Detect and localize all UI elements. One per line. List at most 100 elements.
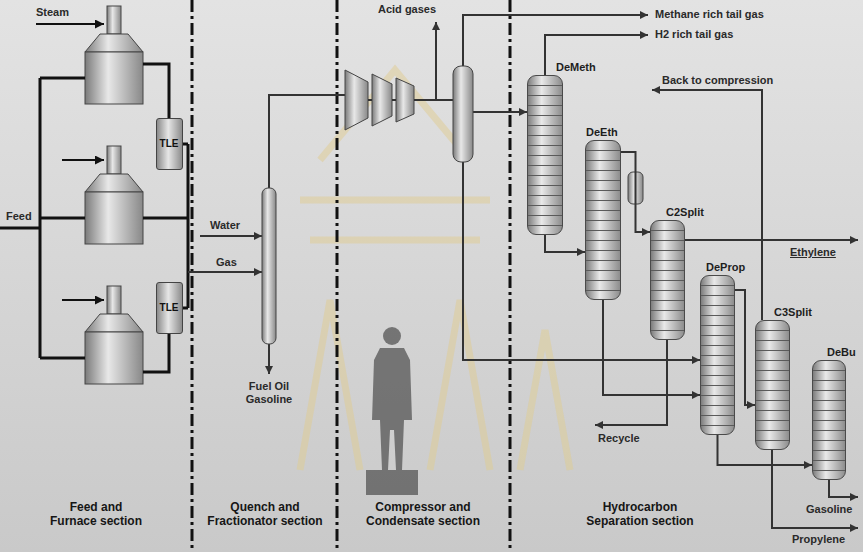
distillation-column: DeEth (585, 140, 621, 300)
statue-silhouette (372, 348, 412, 470)
cracking-furnace (107, 146, 121, 174)
process-connector (545, 235, 585, 252)
cracking-furnace (85, 174, 143, 192)
process-line (188, 271, 262, 273)
cracking-furnace (85, 332, 143, 384)
section-divider (509, 0, 512, 552)
compressor (345, 70, 368, 130)
cracking-furnace (85, 6, 143, 384)
product-label: Propylene (792, 533, 845, 546)
heat-exchanger-box: TLE (156, 282, 183, 334)
cracked-gas-line (143, 334, 169, 372)
statue-silhouette (366, 470, 418, 495)
distillation-column: DeBu (812, 360, 846, 480)
process-line (463, 15, 648, 66)
process-line (595, 340, 667, 425)
section-panel (510, 0, 863, 552)
exchanger-label: TLE (160, 138, 179, 150)
cracked-gas-line (143, 64, 169, 118)
watermark-emblem (520, 330, 570, 470)
statue-silhouette (383, 327, 401, 345)
quench-column (262, 188, 276, 344)
distillation-column: C2Split (650, 220, 685, 340)
compressor (396, 78, 414, 122)
feed-manifold (40, 217, 85, 220)
compressor (345, 70, 414, 130)
exchanger-label: TLE (160, 302, 179, 314)
process-line (269, 95, 345, 188)
section-title: Hydrocarbon Separation section (578, 500, 703, 528)
cracking-furnace (107, 6, 121, 34)
section-title: Quench and Fractionator section (198, 500, 333, 528)
section-title: Compressor and Condensate section (358, 500, 488, 528)
product-label: Gasoline (806, 503, 852, 516)
process-line (368, 99, 372, 101)
cracking-furnace (85, 34, 143, 52)
column-label: DeEth (586, 126, 618, 139)
cracking-furnace (107, 286, 121, 314)
stream-label: Acid gases (378, 3, 436, 16)
stream-label: Methane rich tail gas (655, 8, 764, 21)
quench-column (262, 188, 276, 344)
steam-inlet (62, 159, 104, 161)
steam-inlet (36, 24, 104, 300)
section-panel (0, 0, 192, 552)
process-line (368, 15, 858, 528)
stream-label: Water (210, 219, 240, 232)
stream-label: Gas (216, 256, 237, 269)
watermark-emblem (300, 300, 360, 470)
process-line (435, 22, 437, 100)
column-label: C3Split (774, 306, 812, 319)
process-line (545, 35, 648, 75)
watermark-emblem (300, 197, 490, 204)
heat-exchanger-box: TLE (156, 118, 183, 170)
process-line (463, 162, 700, 360)
process-line (392, 99, 396, 101)
stream-label: Back to compression (662, 74, 773, 87)
feed-manifold (40, 357, 85, 360)
process-connector (735, 290, 755, 405)
section-title: Feed and Furnace section (47, 500, 145, 528)
watermark-emblem (300, 70, 570, 470)
column-label: DeBu (827, 346, 856, 359)
stream-label: Feed (6, 210, 32, 223)
steam-inlet (36, 23, 104, 25)
feed-manifold (0, 227, 40, 230)
distillation-column: DeProp (700, 275, 735, 435)
stream-label: Fuel Oil Gasoline (240, 380, 298, 406)
column-label: C2Split (666, 206, 704, 219)
process-connector (621, 152, 650, 232)
section-divider (336, 0, 339, 552)
stream-label: Steam (36, 6, 69, 19)
process-line (414, 99, 453, 101)
process-line (473, 111, 527, 113)
feed-manifold (40, 77, 85, 80)
section-divider (191, 0, 194, 552)
cracking-furnace (85, 192, 143, 244)
process-line (685, 239, 858, 241)
product-label: Ethylene (790, 246, 836, 259)
process-line (268, 344, 270, 374)
column-label: DeProp (706, 261, 745, 274)
separator-vessel (453, 66, 473, 162)
distillation-column: DeMeth (527, 75, 563, 235)
stream-label: Recycle (598, 432, 640, 445)
section-panel (192, 0, 337, 552)
steam-inlet (62, 299, 104, 301)
process-line (829, 480, 858, 497)
cracking-furnace (85, 6, 143, 104)
separator-vessel (453, 66, 473, 162)
cracked-gas-line (143, 64, 188, 372)
cracking-furnace (85, 52, 143, 104)
watermark-emblem (320, 70, 470, 160)
process-line (200, 235, 262, 237)
stream-label: H2 rich tail gas (655, 28, 733, 41)
statue-silhouette (366, 327, 418, 495)
cracked-gas-line (187, 144, 190, 308)
distillation-column: C3Split (755, 320, 790, 450)
column-label: DeMeth (556, 61, 596, 74)
cracked-gas-line (143, 217, 188, 220)
feed-manifold (0, 78, 85, 358)
